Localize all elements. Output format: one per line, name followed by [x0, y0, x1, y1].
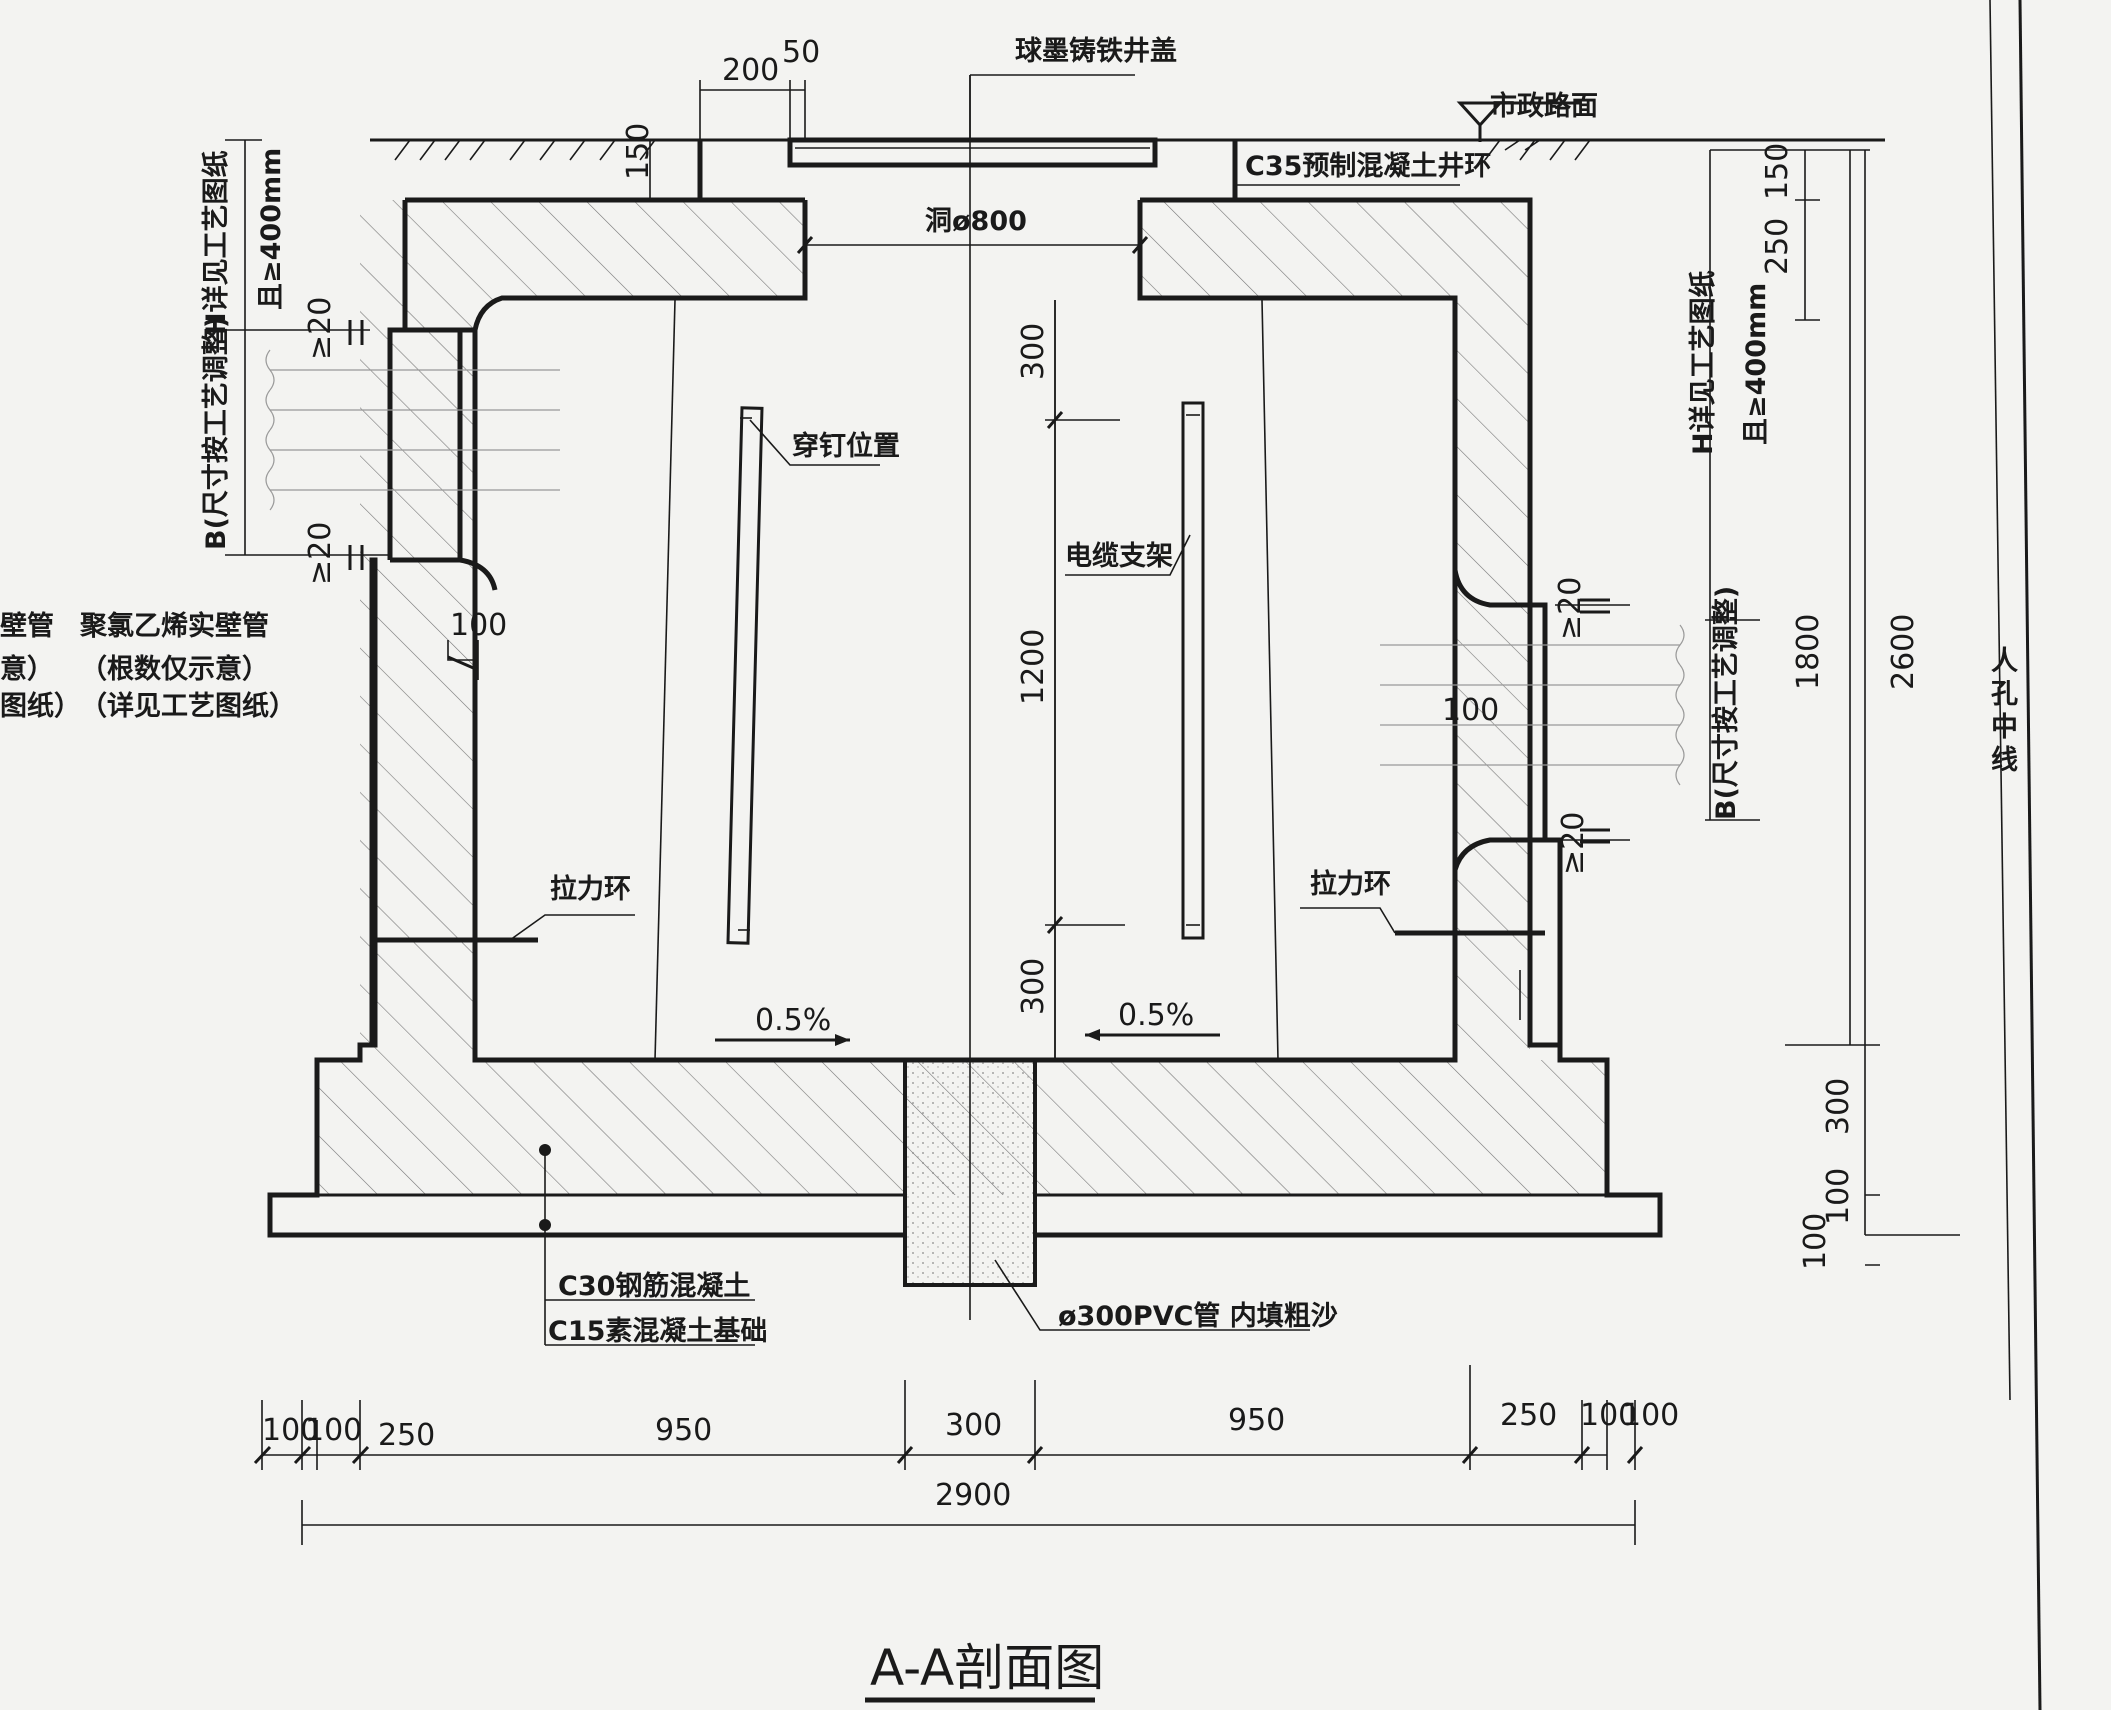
label-pipe-cut-2: 意）	[0, 653, 54, 685]
ground-hatch-right	[1484, 139, 1591, 161]
right-pipes	[1380, 624, 1685, 786]
leader-pvc	[994, 1259, 1310, 1331]
label-h-left-1: H详见工艺图纸	[200, 150, 232, 335]
label-slope-left: 0.5%	[755, 1003, 831, 1038]
drawing-title: A-A剖面图	[870, 1639, 1104, 1697]
dim-r150: 150	[1760, 143, 1795, 200]
dim-b100-2: 100	[305, 1413, 362, 1448]
label-b-left: B(尺寸按工艺调整)	[200, 316, 232, 550]
bottom-dim-line	[261, 1365, 1636, 1470]
dim-ge20-r2: ≥20	[1556, 812, 1591, 875]
label-pvc: ø300PVC管 内填粗沙	[1058, 1301, 1338, 1332]
dim-ge20-r1: ≥20	[1553, 577, 1588, 640]
label-road: 市政路面	[1490, 90, 1598, 122]
label-bracket: 电缆支架	[1065, 541, 1173, 572]
bracket-left	[726, 406, 764, 945]
label-h-right-1: H详见工艺图纸	[1687, 270, 1719, 455]
dim-b950-right: 950	[1228, 1403, 1285, 1438]
right-h-dim	[1705, 150, 1760, 821]
chamber-inner	[472, 200, 1458, 1063]
label-c15: C15素混凝土基础	[548, 1316, 767, 1347]
label-hole: 洞ø800	[925, 206, 1027, 237]
dim-b2900: 2900	[935, 1478, 1011, 1513]
dim-ge20-l1: ≥20	[303, 297, 338, 360]
label-nail: 穿钉位置	[792, 430, 900, 462]
label-slope-right: 0.5%	[1118, 998, 1194, 1033]
label-h-left-2: 且≥400mm	[256, 148, 287, 310]
ground-hatch-left	[394, 139, 656, 161]
leader-ring	[1234, 180, 1460, 186]
dim-50: 50	[782, 35, 820, 70]
dim-b250-right: 250	[1500, 1398, 1557, 1433]
left-pipes	[265, 349, 560, 511]
label-pipe-cut-3: 图纸）	[0, 690, 81, 722]
well-wall-hatch	[360, 200, 1530, 1060]
dim-r2600: 2600	[1886, 614, 1921, 690]
label-pipe-left-3: （详见工艺图纸）	[80, 690, 296, 722]
label-ring: C35预制混凝土井环	[1245, 151, 1491, 182]
label-cover: 球墨铸铁井盖	[1015, 36, 1177, 67]
dim-100-left: 100	[450, 608, 507, 643]
dim-b250-left: 250	[378, 1418, 435, 1453]
dim-100-right: 100	[1442, 693, 1499, 728]
manhole-cover	[787, 137, 1158, 168]
dim-b950-left: 950	[655, 1413, 712, 1448]
right-total-dims	[1785, 150, 1960, 1236]
bracket-right	[1181, 401, 1205, 940]
label-center: 人孔中线	[1991, 646, 2018, 776]
label-pipe-left-2: （根数仅示意）	[80, 653, 269, 685]
leader-nail	[749, 419, 880, 466]
dim-b300: 300	[945, 1408, 1002, 1443]
right-top-dims	[1710, 149, 1870, 321]
dim-300-bottom: 300	[1016, 958, 1051, 1015]
inner-line-right	[1261, 299, 1279, 1061]
leader-bracket	[1065, 534, 1191, 576]
well-ring	[697, 140, 1238, 200]
label-pipe-left-1: 聚氯乙烯实壁管	[79, 610, 269, 642]
dim-b100-4: 100	[1622, 1398, 1679, 1433]
label-pipe-cut-1: 壁管	[0, 611, 54, 642]
label-h-right-2: 且≥400mm	[1741, 283, 1772, 445]
well-outer-wall	[267, 197, 1663, 1238]
frame-border	[2018, 0, 2042, 1710]
dim-ge20-l2: ≥20	[303, 522, 338, 585]
label-tension-left: 拉力环	[550, 873, 631, 905]
dim-200: 200	[722, 53, 779, 88]
dim-1200: 1200	[1016, 629, 1051, 705]
inner-line-left	[654, 299, 676, 1061]
dim-r250: 250	[1760, 218, 1795, 275]
dim-150-top: 150	[621, 123, 656, 180]
label-tension-right: 拉力环	[1310, 868, 1391, 900]
dim-b100-1: 100	[262, 1413, 319, 1448]
label-c30: C30钢筋混凝土	[558, 1270, 750, 1302]
bottom-total-dim	[301, 1500, 1636, 1545]
dim-r300: 300	[1821, 1078, 1856, 1135]
label-b-right: B(尺寸按工艺调整)	[1710, 586, 1742, 820]
dim-r1800: 1800	[1791, 614, 1826, 690]
dim-300-top: 300	[1016, 323, 1051, 380]
dim-r100b: 100	[1798, 1213, 1833, 1270]
dim-r100a: 100	[1821, 1168, 1856, 1225]
dim-b100-3: 100	[1580, 1398, 1637, 1433]
